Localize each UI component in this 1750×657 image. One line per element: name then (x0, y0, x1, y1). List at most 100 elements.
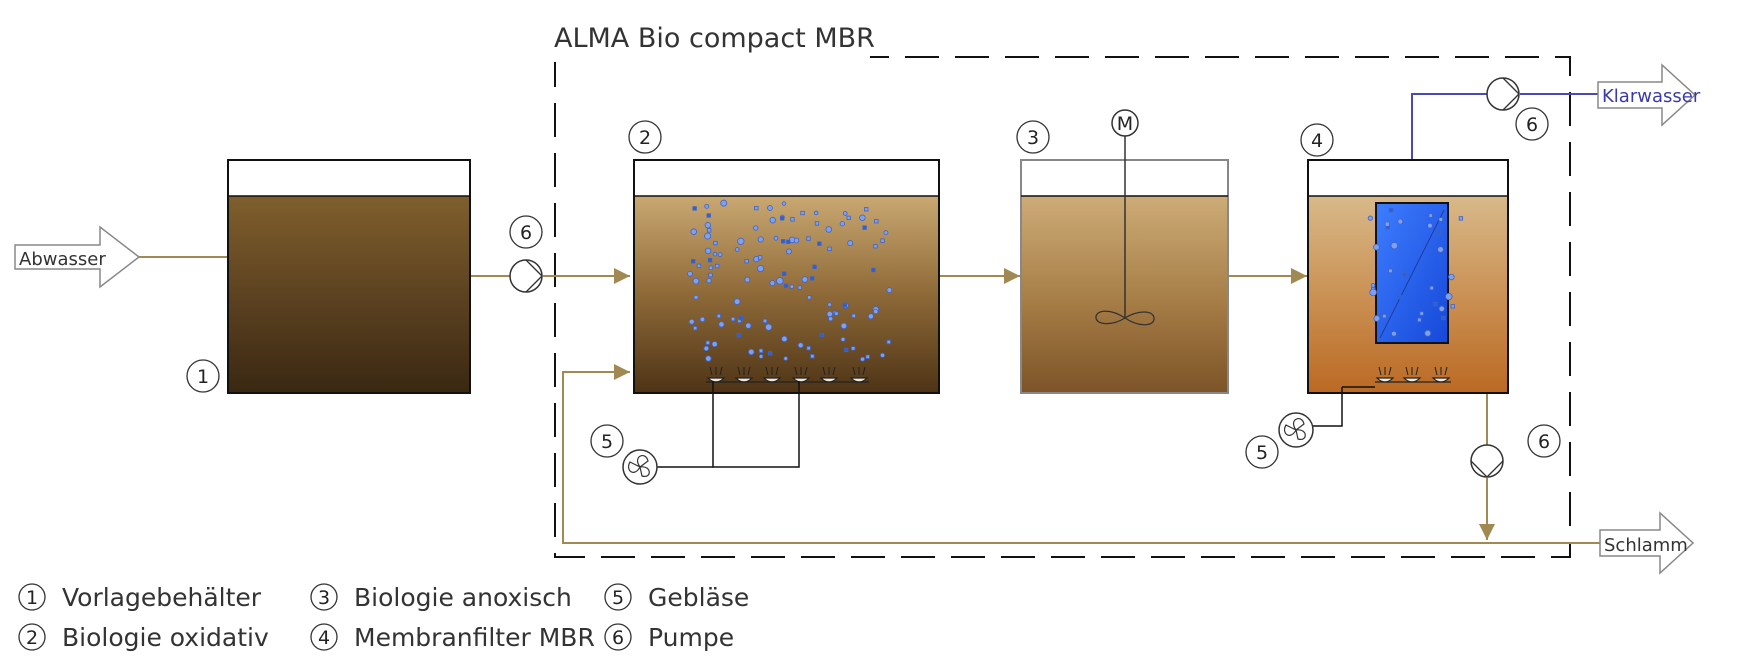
bubble (797, 342, 804, 349)
bubble (1390, 241, 1399, 250)
bubble (865, 354, 870, 359)
pump-inlet-icon (509, 259, 543, 293)
bubble (711, 341, 718, 348)
bubble (817, 241, 822, 246)
bubble (828, 316, 834, 322)
bubble (757, 264, 765, 273)
bubble (707, 257, 713, 263)
legend-item: 6 Pumpe (604, 623, 734, 652)
bubble (691, 259, 696, 264)
bubble (769, 280, 776, 287)
bubble (812, 264, 817, 269)
bubble (720, 199, 728, 207)
bubble (744, 259, 749, 264)
sludge-label: Schlamm (1604, 535, 1688, 556)
bubble (864, 207, 869, 212)
bubble (773, 235, 779, 241)
bubble (842, 211, 848, 216)
bubble (704, 222, 712, 229)
bubble (810, 276, 815, 281)
bubble (793, 237, 800, 244)
bubble (1397, 295, 1402, 300)
bubble (783, 356, 789, 361)
bubble (754, 205, 759, 211)
bubble (736, 332, 742, 338)
bubble (781, 201, 787, 206)
bubble (717, 252, 723, 257)
bubble (1373, 315, 1381, 322)
bubble (1427, 222, 1433, 229)
component-numbers: 1 2 3 4 5 5 6 6 6 (186, 107, 1561, 469)
bubble (813, 210, 819, 216)
bubble (745, 322, 752, 329)
bubble (1384, 221, 1391, 227)
bubble (842, 303, 848, 308)
num-pump-permeate: 6 (1526, 114, 1538, 136)
tank-oxidativ (633, 159, 940, 394)
bubble (1438, 217, 1444, 222)
bubble (687, 270, 693, 277)
legend-text: Vorlagebehälter (62, 583, 262, 612)
bubble (1445, 292, 1453, 301)
bubble (738, 316, 744, 321)
bubble (825, 226, 833, 233)
inlet-label: Abwasser (19, 249, 106, 270)
legend-item: 2 Biologie oxidativ (18, 623, 269, 652)
clear-water-outlet: Klarwasser (1597, 63, 1701, 127)
bubble (748, 348, 755, 356)
bubble (883, 230, 889, 236)
legend-text: Membranfilter MBR (354, 623, 595, 652)
bubble (781, 271, 787, 276)
bubble (827, 246, 832, 251)
bubble (834, 311, 839, 316)
bubble (860, 356, 865, 362)
bubble (707, 228, 712, 233)
bubble (1438, 305, 1445, 312)
num-pump-sludge: 6 (1538, 431, 1550, 453)
bubble (704, 232, 712, 240)
bubble (1450, 304, 1455, 309)
diffusers (706, 366, 869, 383)
bubble (1433, 301, 1438, 307)
bubble (1424, 329, 1432, 337)
bubble (1369, 288, 1377, 297)
bubble (693, 294, 699, 300)
bubble (786, 239, 791, 244)
motor-icon (1111, 109, 1139, 137)
bubble (713, 240, 718, 246)
pump-sludge-icon (1470, 444, 1504, 478)
legend-item: 1 Vorlagebehälter (18, 583, 262, 612)
bubble (819, 332, 825, 338)
legend-text: Gebläse (648, 583, 749, 612)
motor-label: M (1117, 113, 1133, 135)
bubble (712, 251, 718, 257)
bubble (1441, 315, 1446, 321)
bubble (814, 221, 820, 226)
bubble (827, 302, 832, 307)
legend-num: 3 (318, 587, 330, 609)
tank-anoxisch: M (1020, 109, 1229, 394)
bubble (1397, 218, 1404, 225)
bubble (806, 346, 811, 351)
bubble (1437, 246, 1444, 253)
pump-permeate-icon (1486, 77, 1520, 111)
bubble (705, 340, 711, 345)
legend-item: 3 Biologie anoxisch (310, 583, 572, 612)
bubble (753, 225, 759, 231)
bubble (1402, 272, 1407, 277)
num-tank3: 3 (1027, 127, 1039, 149)
bubble (862, 225, 867, 230)
bubble (780, 216, 785, 221)
bubble (859, 214, 866, 221)
bubble (1429, 285, 1434, 291)
bubble (704, 247, 712, 255)
bubble (734, 247, 740, 252)
bubble (1419, 311, 1424, 316)
bubble (790, 217, 795, 222)
bubble (706, 278, 712, 284)
bubble (840, 322, 848, 330)
bubble (704, 203, 710, 209)
membrane-bubbles (1367, 207, 1464, 337)
agitator-propeller (1095, 310, 1155, 326)
